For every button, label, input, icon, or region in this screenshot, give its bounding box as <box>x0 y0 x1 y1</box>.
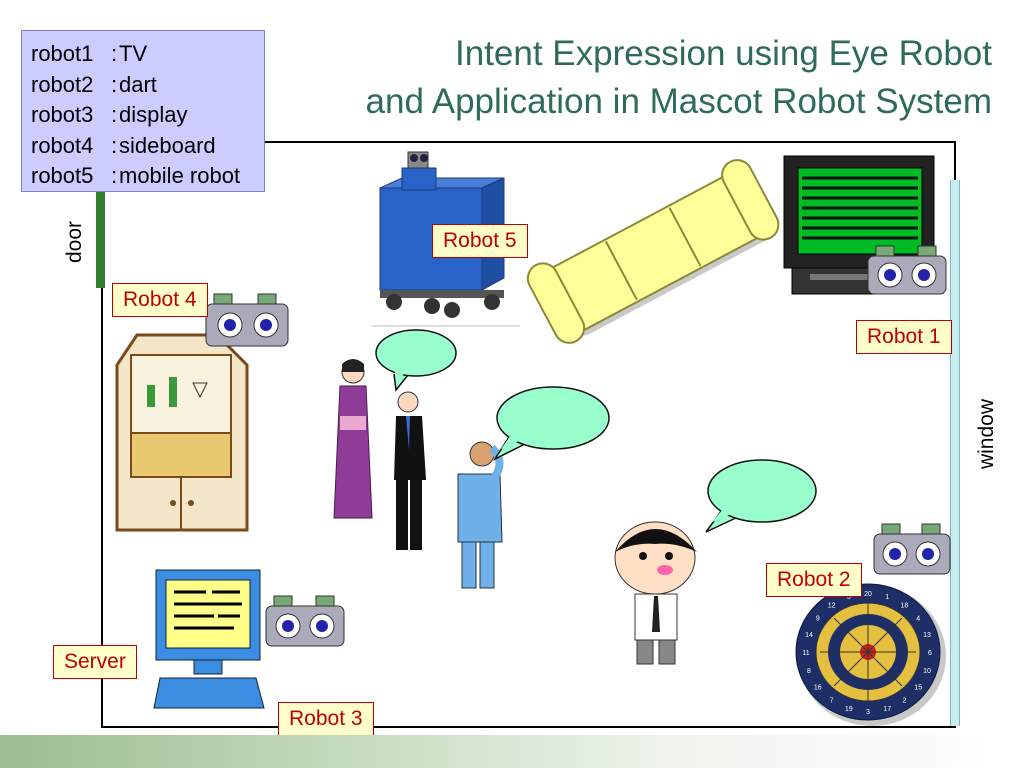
legend-row: robot2:dart <box>31 70 264 101</box>
legend-sep: : <box>110 132 118 158</box>
dartboard-number: 8 <box>807 668 811 675</box>
dartboard-number: 19 <box>845 706 853 713</box>
dartboard-number: 5 <box>847 594 851 601</box>
window-bar <box>950 180 960 726</box>
eye-robot-3-icon <box>265 595 345 647</box>
bottom-decor-band <box>0 735 1024 768</box>
title-line-1: Intent Expression using Eye Robot <box>455 34 992 73</box>
tag-robot-5: Robot 5 <box>432 224 528 258</box>
tag-robot-2: Robot 2 <box>766 563 862 597</box>
legend-robot: robot2 <box>31 71 94 97</box>
computer-display-icon <box>153 569 265 709</box>
speech-bubble-3 <box>705 459 817 533</box>
dartboard-number: 12 <box>828 602 836 609</box>
dartboard-number: 16 <box>814 685 822 692</box>
tag-server: Server <box>53 645 137 679</box>
dartboard-number: 3 <box>866 709 870 716</box>
thinking-man-icon <box>457 441 504 589</box>
dartboard-number: 11 <box>802 650 809 657</box>
legend-item: dart <box>119 71 157 97</box>
legend-robot: robot4 <box>31 132 94 158</box>
dartboard-number: 2 <box>902 698 906 705</box>
legend-sep: : <box>110 163 118 188</box>
legend-row: robot5:mobile robot <box>31 161 264 192</box>
tag-robot-4: Robot 4 <box>112 283 208 317</box>
dartboard-number: 20 <box>864 591 872 598</box>
man-suit-icon <box>394 391 426 550</box>
legend-robot: robot3 <box>31 102 94 127</box>
legend-item: display <box>119 102 188 127</box>
dartboard-number: 4 <box>916 615 920 622</box>
dartboard-number: 1 <box>885 594 889 601</box>
slide-title: Intent Expression using Eye Robot and Ap… <box>240 30 992 127</box>
legend-row: robot4:sideboard <box>31 131 264 162</box>
sofa-icon <box>526 159 780 344</box>
dartboard-number: 13 <box>923 632 931 639</box>
door-label: door <box>63 220 86 264</box>
sideboard-icon <box>115 333 249 532</box>
woman-kimono-icon <box>333 359 373 519</box>
eye-robot-2-icon <box>873 523 951 575</box>
dartboard-number: 18 <box>901 602 909 609</box>
window-label: window <box>975 398 998 470</box>
legend-row: robot1:TV <box>31 39 264 70</box>
dartboard-number: 17 <box>883 706 891 713</box>
dartboard-number: 14 <box>805 632 813 639</box>
tag-robot-1: Robot 1 <box>856 320 952 354</box>
legend-item: TV <box>119 41 148 66</box>
legend-item: mobile robot <box>119 163 241 188</box>
dartboard-number: 15 <box>914 685 922 692</box>
legend-sep: : <box>110 102 118 127</box>
dartboard-number: 6 <box>928 650 932 657</box>
speech-bubble-2 <box>492 386 610 461</box>
legend-sep: : <box>110 41 118 66</box>
legend-robot: robot5 <box>31 163 94 188</box>
legend-robot: robot1 <box>31 41 94 66</box>
title-line-2: and Application in Mascot Robot System <box>365 82 992 122</box>
boy-icon <box>614 521 697 665</box>
tv-icon <box>783 155 935 295</box>
eye-robot-4-icon <box>205 293 289 347</box>
dartboard-number: 9 <box>816 615 820 622</box>
legend-row: robot3:display <box>31 100 264 131</box>
speech-bubble-1 <box>375 329 457 392</box>
legend-item: sideboard <box>119 132 216 158</box>
door-bar <box>96 188 105 288</box>
mobile-robot-icon <box>372 151 520 327</box>
dartboard-icon: 20 1 18 4 13 6 10 15 2 17 3 19 7 16 8 11 14 9 12 5 <box>795 583 946 726</box>
tag-robot-3: Robot 3 <box>278 702 374 736</box>
legend-sep: : <box>110 71 118 97</box>
dartboard-number: 7 <box>830 698 834 705</box>
legend-box: robot1:TV robot2:dart robot3:display rob… <box>21 30 265 192</box>
dartboard-numbers: 20 1 18 4 13 6 10 15 2 17 3 19 7 16 8 11 14 9 12 5 <box>802 591 932 716</box>
dartboard-number: 10 <box>923 668 931 675</box>
eye-robot-1-icon <box>867 245 947 295</box>
